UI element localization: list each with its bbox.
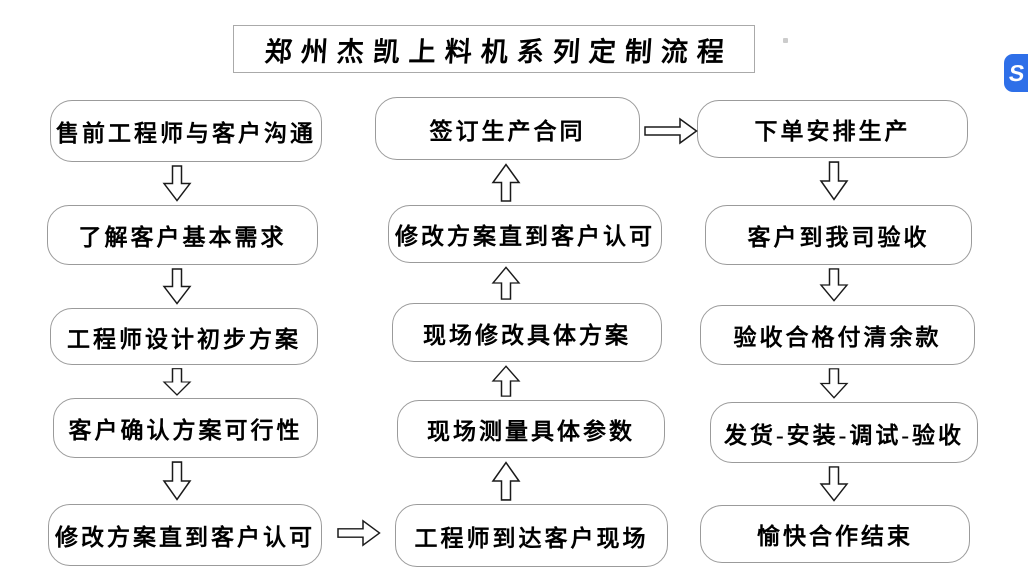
node-ship-install-debug: 发货-安装-调试-验收	[710, 402, 978, 463]
up-arrow-icon	[491, 163, 521, 202]
node-revise-until-approved-2: 修改方案直到客户认可	[388, 205, 662, 263]
node-onsite-revise-plan: 现场修改具体方案	[392, 303, 662, 362]
node-label: 现场修改具体方案	[423, 322, 631, 348]
node-sign-contract: 签订生产合同	[375, 97, 640, 160]
down-arrow-icon	[819, 466, 849, 502]
node-revise-until-approved-1: 修改方案直到客户认可	[48, 504, 322, 566]
node-label: 修改方案直到客户认可	[55, 525, 315, 550]
node-design-draft: 工程师设计初步方案	[50, 308, 318, 365]
node-label: 工程师到达客户现场	[414, 525, 649, 551]
node-engineer-arrives: 工程师到达客户现场	[395, 504, 668, 567]
s-logo-icon[interactable]: S	[1004, 54, 1028, 92]
node-label: 客户到我司验收	[747, 225, 930, 250]
down-arrow-icon	[819, 161, 849, 201]
node-label: 售前工程师与客户沟通	[56, 121, 316, 146]
node-label: 客户确认方案可行性	[68, 418, 303, 443]
down-arrow-icon	[162, 268, 192, 305]
stray-dot	[783, 38, 788, 43]
node-understand-needs: 了解客户基本需求	[47, 205, 318, 265]
node-presale-communication: 售前工程师与客户沟通	[50, 100, 322, 162]
down-arrow-icon	[819, 368, 849, 399]
node-label: 验收合格付清余款	[733, 325, 942, 350]
flowchart-title-box: 郑州杰凯上料机系列定制流程	[233, 25, 755, 73]
node-place-order: 下单安排生产	[697, 100, 968, 158]
node-label: 了解客户基本需求	[78, 225, 287, 250]
down-arrow-icon	[162, 461, 192, 501]
right-arrow-icon	[337, 519, 381, 547]
node-pay-balance: 验收合格付清余款	[700, 305, 975, 365]
down-arrow-icon	[819, 268, 849, 302]
node-label: 愉快合作结束	[757, 524, 913, 549]
down-arrow-icon	[162, 368, 192, 396]
node-label: 修改方案直到客户认可	[395, 224, 655, 249]
node-cooperation-end: 愉快合作结束	[700, 505, 970, 563]
node-label: 下单安排生产	[754, 119, 911, 144]
node-label: 发货-安装-调试-验收	[724, 422, 964, 448]
node-confirm-feasibility: 客户确认方案可行性	[53, 398, 318, 458]
up-arrow-icon	[491, 266, 521, 300]
right-arrow-icon	[644, 116, 698, 146]
node-label: 现场测量具体参数	[427, 419, 635, 444]
up-arrow-icon	[491, 461, 521, 501]
down-arrow-icon	[162, 165, 192, 202]
up-arrow-icon	[491, 365, 521, 397]
node-label: 工程师设计初步方案	[67, 326, 301, 352]
node-onsite-measure: 现场测量具体参数	[397, 400, 665, 458]
s-logo-glyph: S	[1007, 59, 1027, 86]
node-customer-acceptance: 客户到我司验收	[705, 205, 972, 265]
node-label: 签订生产合同	[429, 118, 586, 144]
flowchart-title: 郑州杰凯上料机系列定制流程	[263, 36, 734, 67]
